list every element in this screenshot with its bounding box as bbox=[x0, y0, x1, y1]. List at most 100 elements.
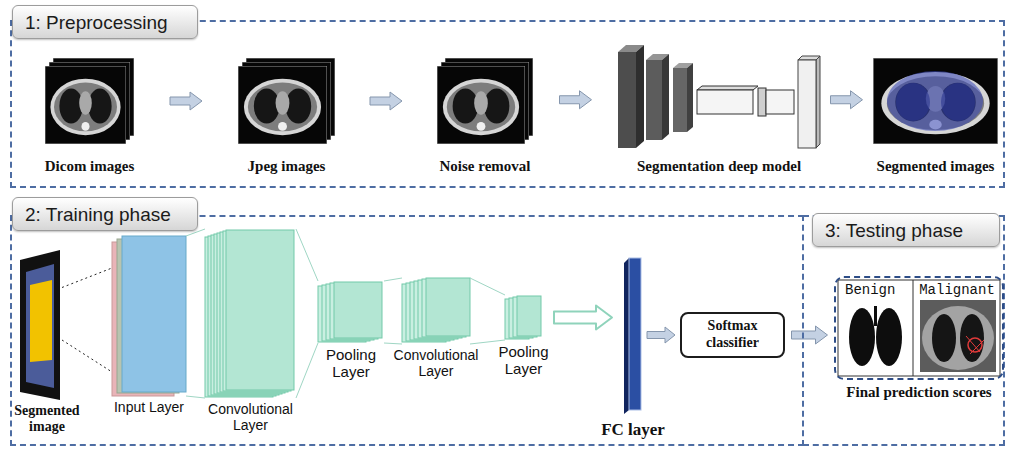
segmented-ct bbox=[873, 58, 998, 144]
prediction-images bbox=[849, 308, 875, 366]
segmentation-network bbox=[618, 52, 636, 148]
panel-tab: 3: Testing phase bbox=[812, 213, 1000, 247]
flow-arrow bbox=[554, 306, 612, 330]
input-projection bbox=[62, 268, 112, 372]
classifier-box: Softmax classifier bbox=[680, 312, 785, 358]
prediction-images bbox=[845, 300, 905, 372]
flow-arrow bbox=[792, 326, 828, 344]
result-cell: Benign bbox=[838, 280, 913, 376]
phase-panel: 1: PreprocessingDicom imagesJpeg imagesN… bbox=[10, 20, 1005, 188]
segmentation-network bbox=[766, 90, 794, 114]
segmentation-network bbox=[687, 63, 693, 132]
segmented-ct bbox=[896, 83, 930, 121]
segmentation-network bbox=[636, 45, 644, 148]
prediction-images bbox=[966, 336, 984, 354]
stage-caption: Pooling Layer bbox=[316, 346, 386, 381]
ct-stack bbox=[45, 58, 134, 144]
segmentation-network bbox=[673, 68, 687, 132]
pool-layer-slabs bbox=[505, 296, 541, 339]
prediction-images bbox=[876, 308, 902, 366]
stage-figure: Segmented image bbox=[18, 250, 62, 400]
prediction-images bbox=[838, 280, 1000, 376]
prediction-images bbox=[913, 280, 914, 376]
input-slice bbox=[30, 280, 52, 362]
flow-arrow bbox=[560, 91, 592, 109]
result-cell: Malignant bbox=[914, 280, 1000, 376]
flow-arrow bbox=[370, 92, 402, 110]
segmentation-network bbox=[798, 60, 816, 148]
result-caption: Final prediction scores bbox=[846, 384, 991, 401]
stage-caption: Dicom images bbox=[45, 158, 135, 175]
segmentation-network bbox=[662, 54, 669, 140]
flow-arrow bbox=[647, 327, 675, 343]
prediction-images bbox=[920, 300, 996, 372]
stage-caption: Noise removal bbox=[440, 158, 531, 175]
panel-tab: 1: Preprocessing bbox=[12, 5, 198, 39]
projection-lines bbox=[470, 278, 505, 344]
stage-caption: Segmented images bbox=[877, 158, 995, 175]
input-layer-slabs bbox=[112, 236, 186, 396]
stage-caption: Jpeg images bbox=[248, 158, 326, 175]
prediction-images bbox=[960, 314, 984, 362]
stage-caption: Pooling Layer bbox=[489, 343, 559, 378]
ct-stack bbox=[437, 66, 525, 144]
stage-figure: Jpeg images bbox=[238, 58, 335, 144]
fc-bar bbox=[629, 258, 641, 410]
ct-stack bbox=[437, 58, 533, 144]
conv-layer-slabs bbox=[402, 278, 470, 342]
segmentation-network bbox=[697, 86, 758, 90]
stage-caption: Input Layer bbox=[114, 399, 184, 415]
projection-lines bbox=[186, 229, 205, 398]
stage-caption: Segmented image bbox=[5, 403, 89, 435]
stage-figure: Pooling Layer bbox=[318, 281, 384, 343]
result-box: Final prediction scoresBenignMalignant bbox=[834, 276, 1004, 380]
stage-caption: Convolutional Layer bbox=[203, 401, 299, 433]
pool-layer-slabs bbox=[334, 282, 382, 338]
stage-figure: Dicom images bbox=[45, 58, 134, 144]
stage-figure: Input Layer bbox=[112, 236, 186, 396]
stage-figure: Convolutional Layer bbox=[205, 229, 296, 398]
box-label: Softmax classifier bbox=[688, 318, 777, 352]
segmentation-network bbox=[618, 45, 820, 148]
prediction-images bbox=[932, 314, 956, 362]
pool-layer-slabs bbox=[318, 282, 382, 342]
prediction-images bbox=[838, 280, 1000, 376]
ct-stack bbox=[238, 66, 327, 144]
stage-figure: Pooling Layer bbox=[505, 295, 542, 340]
cell-label: Malignant bbox=[917, 282, 997, 298]
segmented-ct bbox=[887, 71, 983, 131]
prediction-images bbox=[874, 306, 877, 326]
input-layer-slabs bbox=[122, 236, 186, 392]
conv-layer-slabs bbox=[226, 230, 294, 390]
conv-layer-slabs bbox=[205, 230, 294, 397]
conv-layer-slabs bbox=[426, 278, 470, 336]
projection-lines bbox=[296, 229, 318, 398]
stage-figure: FC layer bbox=[624, 258, 642, 414]
segmentation-network bbox=[697, 90, 753, 114]
flow-arrow bbox=[170, 92, 202, 110]
ct-stack bbox=[45, 66, 126, 144]
phase-panel: 2: Training phaseSegmented imageInput La… bbox=[10, 215, 804, 446]
stage-caption: Segmentation deep model bbox=[637, 158, 801, 175]
stage-caption: FC layer bbox=[601, 420, 665, 440]
fc-bar bbox=[624, 258, 629, 414]
stage-caption: Convolutional Layer bbox=[388, 347, 484, 379]
stage-figure: Convolutional Layer bbox=[402, 278, 470, 344]
cell-label: Benign bbox=[843, 282, 897, 298]
segmentation-network bbox=[646, 60, 662, 140]
stage-figure: Segmentation deep model bbox=[618, 45, 820, 152]
segmentation-network bbox=[816, 56, 820, 148]
stage-figure: Segmented images bbox=[873, 58, 998, 144]
panel-tab: 2: Training phase bbox=[12, 197, 198, 231]
flow-arrow bbox=[831, 91, 863, 109]
input-slice bbox=[20, 250, 60, 400]
input-slice bbox=[26, 264, 54, 388]
input-slice bbox=[20, 250, 60, 400]
segmented-ct bbox=[873, 58, 998, 144]
segmentation-network bbox=[758, 88, 766, 116]
ct-stack bbox=[238, 58, 335, 144]
fc-bar bbox=[624, 258, 641, 414]
stage-figure: Noise removal bbox=[437, 58, 533, 144]
pool-layer-slabs bbox=[517, 296, 541, 336]
